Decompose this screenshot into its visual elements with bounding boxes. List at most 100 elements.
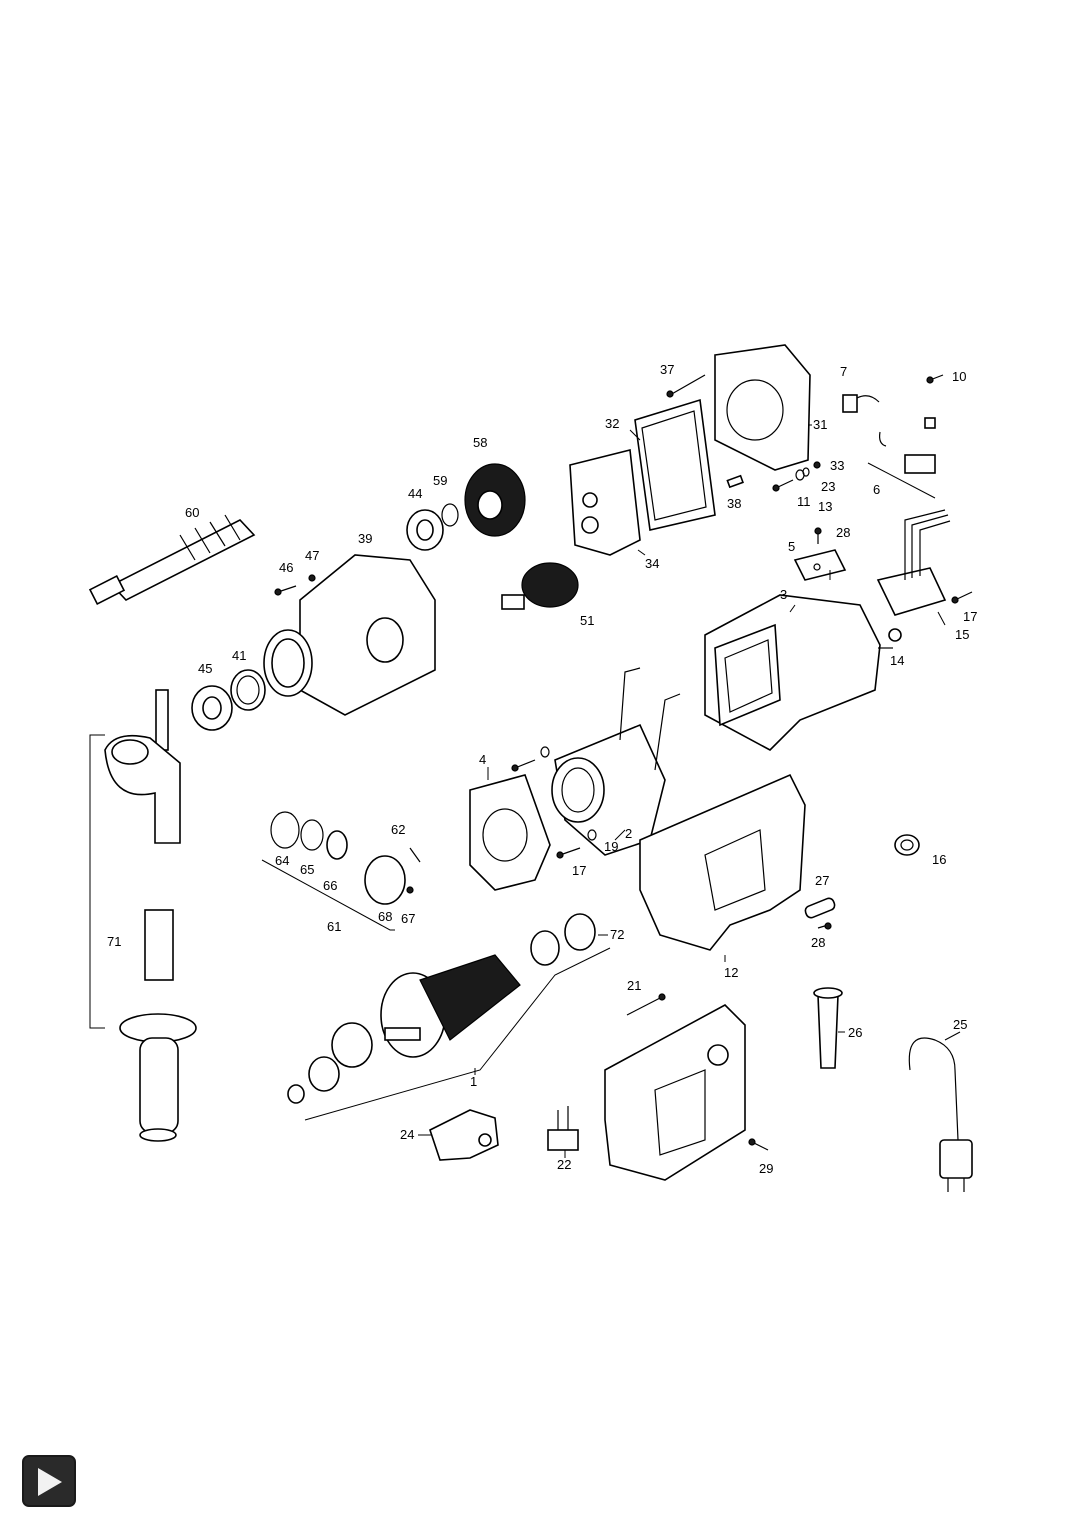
part-label: 44 (408, 486, 422, 501)
part-19-washer (587, 829, 597, 841)
part-label: 28 (836, 525, 850, 540)
part-label: 66 (323, 878, 337, 893)
part-label: 12 (724, 965, 738, 980)
part-label: 24 (400, 1127, 414, 1142)
part-16-bushing (894, 834, 920, 856)
part-label: 3 (780, 587, 787, 602)
part-label: 31 (813, 417, 827, 432)
part-10-screw (926, 374, 944, 384)
part-label: 46 (279, 560, 293, 575)
part-31-motor-cover (714, 344, 811, 471)
part-38-pin (726, 474, 744, 489)
part-label: 41 (232, 648, 246, 663)
part-47-washer (308, 574, 316, 582)
part-label: 27 (815, 873, 829, 888)
part-label: 11 (797, 494, 811, 509)
part-label: 14 (890, 653, 904, 668)
part-13-washer (802, 467, 810, 477)
part-71-side-handle-assembly (89, 689, 197, 1142)
part-label: 1 (470, 1074, 477, 1089)
part-25-power-cord (908, 1037, 973, 1192)
part-46-screw (274, 585, 297, 596)
part-label: 16 (932, 852, 946, 867)
part-34-intermediate-plate (569, 449, 641, 556)
part-32-gasket (634, 398, 716, 531)
part-37-screw (666, 374, 706, 398)
part-label: 19 (604, 839, 618, 854)
part-label: 39 (358, 531, 372, 546)
part-label: 38 (727, 496, 741, 511)
part-label: 26 (848, 1025, 862, 1040)
part-label: 65 (300, 862, 314, 877)
part-label: 68 (378, 909, 392, 924)
label-leader-lines (418, 424, 961, 1158)
part-label: 64 (275, 853, 289, 868)
part-label: 61 (327, 919, 341, 934)
part-4-end-shield (469, 774, 551, 891)
part-label: 45 (198, 661, 212, 676)
part-label: 17 (572, 863, 586, 878)
part-45-bearing (191, 685, 233, 731)
part-3-motor-housing (704, 594, 893, 751)
part-label: 29 (759, 1161, 773, 1176)
part-28-screw (814, 527, 822, 544)
part-label: 25 (953, 1017, 967, 1032)
part-label: 5 (788, 539, 795, 554)
part-label: 2 (625, 826, 632, 841)
part-label: 17 (963, 609, 977, 624)
part-21-screw (626, 993, 666, 1016)
part-51-pinion (501, 562, 579, 610)
part-11-screw (772, 479, 794, 492)
part-58-gear (464, 463, 526, 537)
part-28-screw-lower (817, 922, 832, 930)
part-59-retaining-ring (441, 503, 459, 527)
part-label: 10 (952, 369, 966, 384)
part-24-switch (429, 1109, 499, 1161)
part-label: 13 (818, 499, 832, 514)
part-61-depth-stop-set (261, 811, 421, 931)
part-label: 6 (873, 482, 880, 497)
part-label: 67 (401, 911, 415, 926)
part-15-terminal-block (876, 509, 951, 616)
part-label: 62 (391, 822, 405, 837)
part-label: 37 (660, 362, 674, 377)
part-5-cover-plate (793, 549, 847, 581)
part-label: 34 (645, 556, 659, 571)
part-label: 4 (479, 752, 486, 767)
part-17-screw-upper (951, 591, 973, 604)
part-label: 28 (811, 935, 825, 950)
part-39-gear-housing (263, 554, 436, 716)
part-2-field-coil (551, 667, 701, 856)
part-22-capacitor (547, 1106, 579, 1151)
part-screw-upper-stator (511, 746, 550, 772)
part-label: 23 (821, 479, 835, 494)
part-6-brush-holder (867, 417, 936, 499)
part-label: 15 (955, 627, 969, 642)
part-29-screw (748, 1138, 769, 1151)
play-icon (38, 1468, 62, 1496)
part-1-armature (287, 913, 611, 1121)
part-14-nut (888, 628, 902, 642)
part-44-bearing (406, 509, 444, 551)
part-handle-cover (604, 1004, 746, 1181)
part-label: 72 (610, 927, 624, 942)
part-27-cable-clamp (804, 897, 836, 919)
part-33-nut (813, 461, 821, 469)
part-label: 58 (473, 435, 487, 450)
part-number-labels: 1 2 3 4 5 6 7 10 11 12 13 14 15 16 17 17… (107, 362, 977, 1176)
part-60-spindle (88, 514, 256, 606)
part-12-handle-housing (639, 773, 806, 951)
part-label: 33 (830, 458, 844, 473)
part-label: 7 (840, 364, 847, 379)
part-26-cable-sleeve (813, 987, 843, 1069)
part-7-carbon-brush (842, 394, 880, 413)
part-label: 60 (185, 505, 199, 520)
part-41-ring (230, 669, 266, 711)
part-label: 59 (433, 473, 447, 488)
next-page-button[interactable] (22, 1455, 76, 1507)
part-17-screw-lower (556, 847, 581, 859)
part-label: 47 (305, 548, 319, 563)
part-label: 71 (107, 934, 121, 949)
